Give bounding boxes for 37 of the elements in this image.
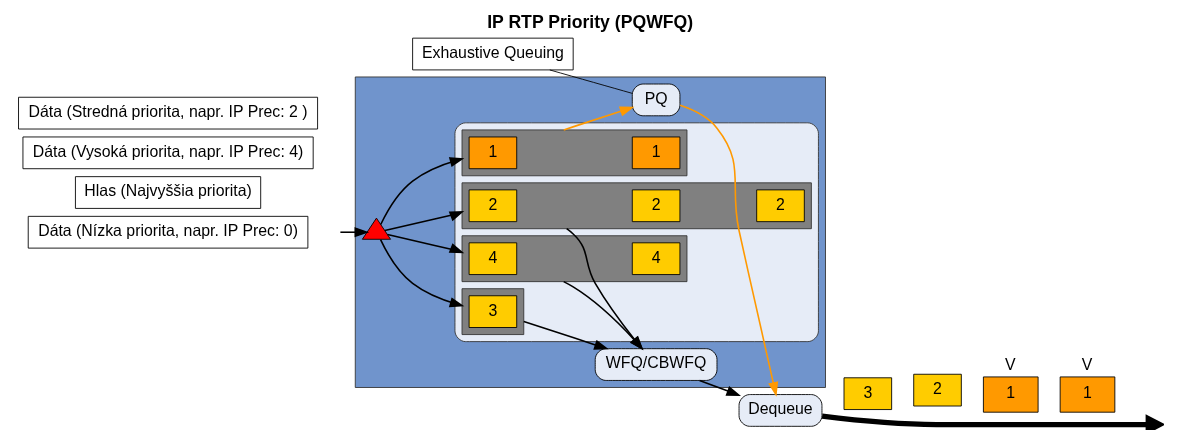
arrow (562, 106, 634, 131)
cluster (461, 235, 687, 283)
node-box: Dáta (Nízka priorita, napr. IP Prec: 0) (27, 215, 308, 249)
arrow (821, 413, 1164, 430)
node-box: 4 (468, 242, 517, 275)
node-label: V (1004, 356, 1016, 374)
arrow (522, 320, 609, 350)
arrow (383, 211, 464, 232)
arrow (339, 227, 369, 238)
arrow (386, 233, 464, 254)
node-label: V (1081, 356, 1092, 374)
arrow (678, 104, 778, 397)
diagram-title: IP RTP Priority (PQWFQ) (486, 12, 693, 33)
node-box: 2 (755, 189, 805, 223)
node-box: 4 (631, 242, 680, 275)
arrow (379, 157, 464, 226)
node-box: 3 (843, 377, 892, 410)
node-box: Exhaustive Queuing (411, 37, 574, 71)
node-box: Dequeue (738, 394, 822, 427)
node-box: WFQ/CBWFQ (594, 348, 717, 381)
cluster (461, 182, 812, 230)
node-box: 1 (468, 136, 517, 170)
node-box: 2 (631, 189, 680, 223)
arrow (379, 238, 464, 308)
node-box: Hlas (Najvyššia priorita) (74, 176, 261, 209)
node-box: PQ (631, 83, 680, 117)
node-box: 1 (631, 136, 680, 170)
node-box: Dáta (Stredná priorita, napr. IP Prec: 2 ) (17, 96, 318, 130)
cluster (461, 129, 687, 177)
node-triangle (361, 217, 391, 240)
node-box: 2 (468, 189, 517, 223)
connector (548, 69, 633, 94)
cluster (461, 288, 524, 335)
node-box: 2 (912, 373, 962, 407)
node-box: Dáta (Vysoká priorita, napr. IP Prec: 4) (22, 136, 314, 170)
node-box: 3 (468, 295, 517, 328)
arrow (698, 379, 741, 396)
